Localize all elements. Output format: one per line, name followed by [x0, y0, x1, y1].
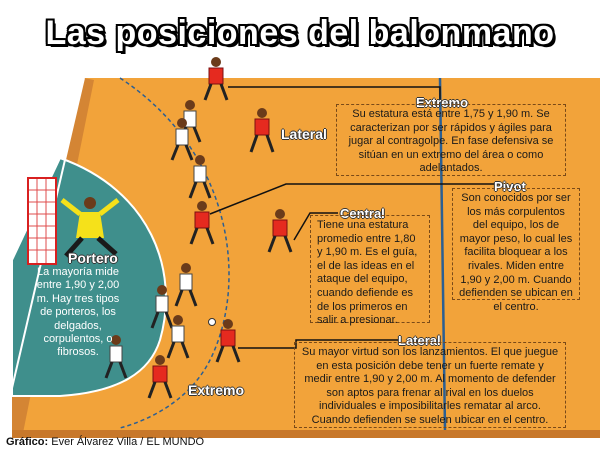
white-player-7	[104, 335, 128, 379]
white-player-3	[188, 155, 212, 199]
white-player-4	[174, 263, 198, 307]
white-player-6	[166, 315, 190, 359]
lateral-label: Lateral	[398, 333, 441, 348]
credit-line: Gráfico: Ever Álvarez Villa / EL MUNDO	[6, 436, 204, 448]
red-player-central	[267, 209, 293, 253]
center-line	[438, 77, 447, 431]
extremo-field-label: Extremo	[188, 382, 245, 398]
court-floor	[12, 78, 600, 438]
callout-lateral	[238, 339, 400, 349]
pivot-description: Son conocidos por ser los más corpulento…	[452, 188, 580, 313]
portero-description: La mayoría mide entre 1,90 y 2,00 m. Hay…	[36, 266, 120, 359]
lateral-description: Su mayor virtud son los lanzamientos. El…	[294, 342, 566, 428]
white-player-2	[170, 118, 194, 161]
goalkeeper-figure	[60, 197, 120, 258]
lateral-field-label: Lateral	[281, 126, 327, 142]
central-label: Central	[340, 206, 385, 221]
credit-label: Gráfico:	[6, 436, 49, 448]
portero-label: Portero	[68, 250, 118, 266]
page-title: Las posiciones del balonmano	[45, 14, 555, 52]
extremo-description: Su estatura está entre 1,75 y 1,90 m. Se…	[336, 104, 566, 176]
red-player-extremo-bottom	[147, 355, 173, 399]
white-player-5	[150, 285, 174, 329]
credit-author: Ever Álvarez Villa / EL MUNDO	[51, 436, 205, 448]
free-throw-line	[119, 77, 230, 429]
red-player-lateral-bottom	[215, 319, 241, 363]
red-players	[147, 57, 293, 399]
callout-extremo	[228, 86, 441, 100]
white-players	[104, 100, 212, 379]
callout-central	[293, 212, 338, 241]
court-bottom-edge	[12, 430, 600, 438]
central-description: Tiene una estatura promedio entre 1,80 y…	[310, 215, 430, 326]
goal-net	[27, 177, 57, 265]
ball	[208, 318, 216, 326]
callout-pivot	[209, 183, 500, 215]
red-player-lateral-top	[249, 108, 275, 153]
red-player-extremo-top	[203, 57, 229, 101]
red-player-pivot	[189, 201, 215, 245]
extremo-label: Extremo	[416, 95, 469, 110]
pivot-label: Pivot	[494, 179, 526, 194]
